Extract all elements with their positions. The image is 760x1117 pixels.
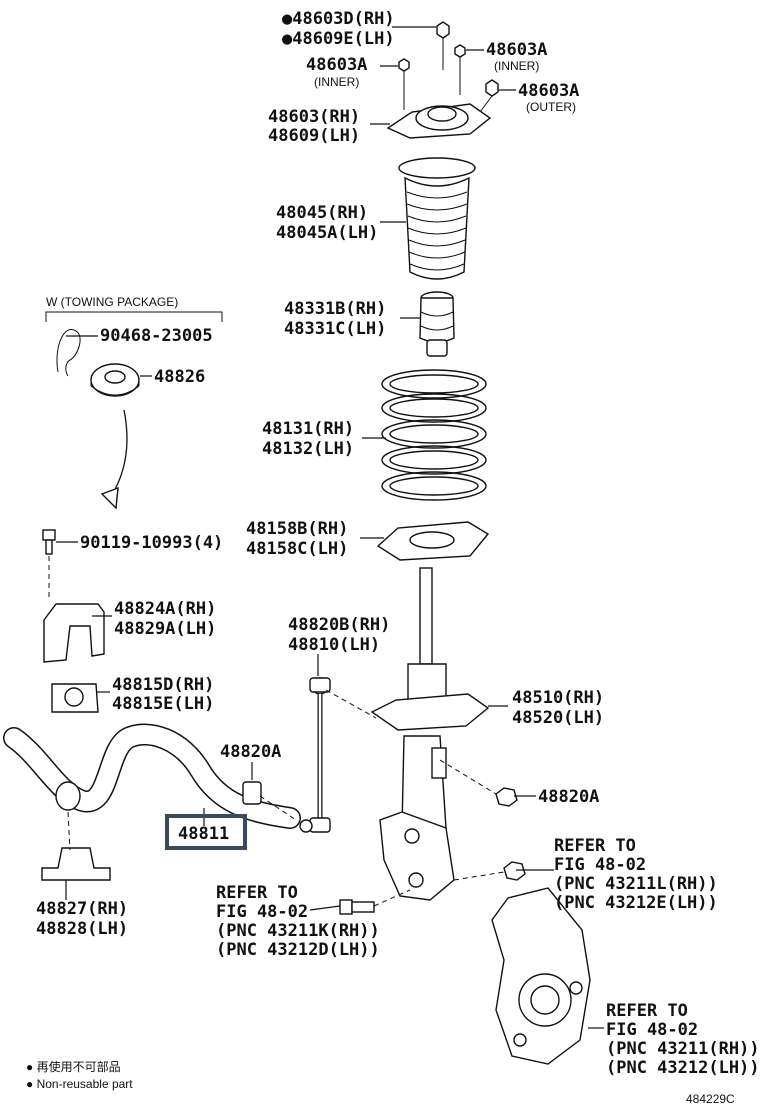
towing-package-header: W (TOWING PACKAGE) — [46, 295, 178, 309]
note-inner-left: (INNER) — [314, 75, 359, 89]
label-48820A-left: 48820A — [220, 742, 281, 762]
label-48826: 48826 — [154, 367, 205, 387]
bracket-48827-icon — [41, 847, 111, 881]
label-48520: 48520(LH) — [512, 708, 604, 728]
label-48820A-right: 48820A — [538, 787, 599, 807]
refer3-line1: REFER TO — [606, 1001, 688, 1021]
stabilizer-bar-48811-icon — [3, 723, 301, 829]
refer3-line4: (PNC 43212(LH)) — [606, 1058, 760, 1078]
label-48132: 48132(LH) — [262, 439, 354, 459]
refer1-line3: (PNC 43211L(RH)) — [554, 874, 718, 894]
nut-48603D-icon — [436, 21, 450, 70]
bolt-refer2-icon — [339, 899, 375, 915]
shock-absorber-48510-icon — [370, 567, 490, 901]
stabilizer-link-48820B-icon — [299, 677, 331, 833]
label-48045: 48045(RH) — [276, 203, 368, 223]
refer1-line2: FIG 48-02 — [554, 855, 646, 875]
label-48131: 48131(RH) — [262, 419, 354, 439]
bolt-48603A-inner-right-icon — [454, 44, 466, 95]
refer3-line3: (PNC 43211(RH)) — [606, 1039, 760, 1059]
coil-spring-48131-icon — [381, 369, 487, 501]
note-outer: (OUTER) — [526, 100, 576, 114]
leader-lines — [56, 26, 604, 1029]
nut-48820A-right-icon — [495, 787, 518, 807]
label-48815D: 48815D(RH) — [112, 675, 214, 695]
strut-mount-48603-icon — [386, 103, 492, 139]
dashed-guides — [67, 689, 505, 907]
bolt-48603A-outer-icon — [479, 79, 499, 113]
label-48811: 48811 — [178, 824, 229, 844]
washer-48826-icon — [90, 363, 140, 397]
nut-48820A-left-icon — [242, 781, 262, 805]
label-48158C: 48158C(LH) — [246, 539, 348, 559]
spring-seat-48158-icon — [376, 521, 490, 561]
towing-package-group — [45, 311, 223, 510]
label-48510: 48510(RH) — [512, 688, 604, 708]
label-48158B: 48158B(RH) — [246, 519, 348, 539]
label-48828: 48828(LH) — [36, 919, 128, 939]
label-48824A: 48824A(RH) — [114, 599, 216, 619]
label-48331C: 48331C(LH) — [284, 319, 386, 339]
label-48827: 48827(RH) — [36, 899, 128, 919]
clip-90468-icon — [56, 329, 81, 377]
refer2-line2: FIG 48-02 — [216, 902, 308, 922]
part-labels: ●48603D(RH) ●48609E(LH) 48603A (INNER) 4… — [26, 9, 760, 1106]
upper-mount-nuts — [398, 21, 499, 113]
bushing-48815D-icon — [51, 683, 99, 713]
bump-stop-48331-icon — [419, 291, 455, 357]
label-48603A-outer: 48603A — [518, 81, 579, 101]
label-48609: 48609(LH) — [268, 126, 360, 146]
refer2-line1: REFER TO — [216, 883, 298, 903]
label-48603D: ●48603D(RH) — [282, 9, 395, 29]
refer1-line4: (PNC 43212E(LH)) — [554, 893, 718, 913]
steering-knuckle-icon — [491, 887, 591, 1065]
legend-chinese: ● 再使用不可部品 — [26, 1059, 121, 1074]
nut-refer1-icon — [503, 861, 526, 881]
refer3-line2: FIG 48-02 — [606, 1020, 698, 1040]
note-inner-right: (INNER) — [494, 59, 539, 73]
refer1-line1: REFER TO — [554, 836, 636, 856]
label-48603: 48603(RH) — [268, 107, 360, 127]
label-90119: 90119-10993(4) — [80, 533, 223, 553]
label-48815E: 48815E(LH) — [112, 694, 214, 714]
figure-id: 484229C — [686, 1092, 735, 1106]
refer2-line4: (PNC 43212D(LH)) — [216, 940, 380, 960]
label-48603A-inner-right: 48603A — [486, 40, 547, 60]
highlight-box-48811 — [165, 814, 247, 850]
legend-english: ● Non-reusable part — [26, 1077, 133, 1091]
label-48609E: ●48609E(LH) — [282, 29, 395, 49]
bracket-48824A-icon — [43, 603, 105, 663]
label-48045A: 48045A(LH) — [276, 223, 378, 243]
bolt-48603A-inner-left-icon — [398, 58, 410, 110]
dust-boot-48045-icon — [398, 157, 476, 280]
refer2-line3: (PNC 43211K(RH)) — [216, 921, 380, 941]
label-48603A-inner-left: 48603A — [306, 55, 367, 75]
label-48829A: 48829A(LH) — [114, 619, 216, 639]
bolt-90119-icon — [42, 529, 56, 600]
label-48820B: 48820B(RH) — [288, 615, 390, 635]
label-48810: 48810(LH) — [288, 635, 380, 655]
label-90468: 90468-23005 — [100, 326, 213, 346]
label-48331B: 48331B(RH) — [284, 299, 386, 319]
